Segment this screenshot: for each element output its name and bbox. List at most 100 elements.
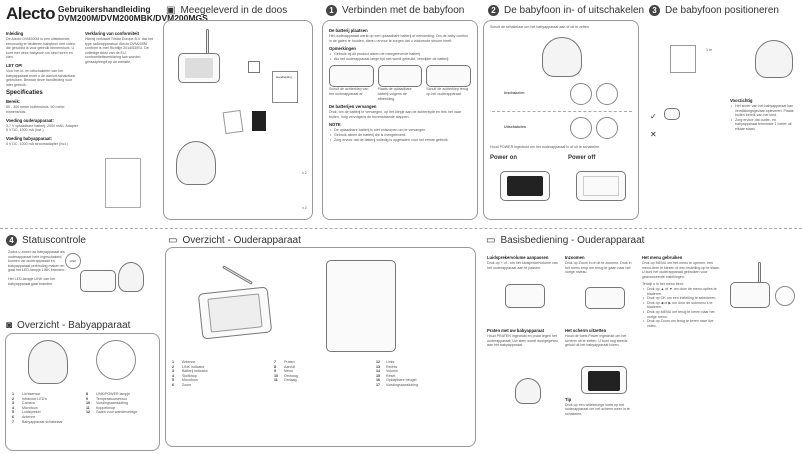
legend-label: Microfoon bbox=[22, 405, 38, 410]
legend-label: Koppelknop bbox=[96, 405, 115, 410]
legend-label: Antenne bbox=[182, 360, 196, 364]
replace-battery-heading: De batterijen vervangen bbox=[329, 104, 377, 110]
caution-item: Het snoer van het babyapparaat kan verst… bbox=[730, 104, 796, 118]
box-icon: ▣ bbox=[166, 5, 176, 16]
legend-label: Temperatuursensor bbox=[96, 396, 127, 401]
legend-number: 4 bbox=[172, 373, 174, 378]
intro-text: De Alecto DVM200M is een uitstekende, ee… bbox=[6, 37, 76, 60]
parent-unit-illustration bbox=[178, 53, 220, 83]
menu-item: Druk op MENU om terug te keren naar het … bbox=[642, 310, 722, 319]
qty-label: x 2 bbox=[302, 171, 307, 175]
status-paragraph: Het LED-lampje LINK van het babyapparaat… bbox=[8, 276, 56, 286]
antenna-illustration bbox=[206, 29, 209, 55]
legend-item: 4 Sluitknop bbox=[172, 374, 268, 379]
intro-heading: Inleiding bbox=[6, 31, 24, 36]
weee-label-image bbox=[105, 158, 141, 208]
screen-off-text: Houd de toets Power ingedrukt om het sch… bbox=[565, 334, 628, 348]
switch-zoom-on bbox=[570, 83, 592, 105]
legend-number: 8 bbox=[86, 392, 88, 396]
caption: Schuif de achterklep van het ouderappara… bbox=[329, 87, 369, 96]
device-back-illustration bbox=[329, 65, 374, 88]
monitor-icon: ▭ bbox=[168, 235, 178, 246]
page-divider bbox=[0, 228, 802, 229]
legend-item: 12 Links bbox=[376, 360, 472, 365]
parent-unit-front-illustration bbox=[197, 286, 273, 340]
legend-number: 9 bbox=[86, 396, 88, 401]
conformity-heading: Verklaring van conformiteit bbox=[85, 31, 139, 36]
note-item: Gebruik alleen de batterij die is meegel… bbox=[329, 133, 471, 138]
legend-label: LINK/POWER lampje bbox=[96, 392, 131, 396]
talk-text: Houd PRATEN ingedrukt en praat tegen het… bbox=[487, 334, 559, 348]
baby-unit-front-illustration bbox=[28, 340, 68, 384]
zoom-section: Inzoomen Druk op Zoom in of uit te zoome… bbox=[565, 252, 635, 309]
device-back-illustration bbox=[426, 65, 472, 88]
divider bbox=[492, 111, 632, 112]
intro-column: Inleiding De Alecto DVM200M is een uitst… bbox=[6, 28, 80, 146]
replace-battery-text: Druk, om de batterij te vervangen, op he… bbox=[329, 110, 462, 119]
caution-box: Voorzichtig Het snoer van het babyappara… bbox=[730, 95, 796, 132]
parent-unit-illustration bbox=[581, 365, 627, 394]
parent-unit-illustration bbox=[664, 108, 680, 120]
legend-item: 8 LINK/POWER lampje bbox=[86, 392, 156, 397]
legend-label: Microfoon bbox=[182, 378, 198, 383]
status-paragraph: Zodra u zowel uw babyapparaat als oudera… bbox=[8, 250, 65, 273]
legend-number: 6 bbox=[172, 382, 174, 387]
camera-rotate-illustration bbox=[755, 40, 793, 78]
menu-intro: Terwijl u in het menu bent: bbox=[642, 282, 684, 287]
legend-number: 2 bbox=[172, 364, 174, 369]
legend-label: Sluitknop bbox=[182, 373, 197, 378]
baby-overview-heading: ◙Overzicht - Babyapparaat bbox=[6, 320, 130, 331]
switch-zoom-off bbox=[570, 117, 592, 139]
legend-label: Links bbox=[386, 360, 395, 364]
legend-number: 12 bbox=[376, 360, 380, 364]
legend-number: 1 bbox=[12, 392, 14, 396]
battery-step: Plaats de oplaadbare batterij volgens de… bbox=[377, 65, 423, 101]
parent-unit-illustration bbox=[80, 270, 116, 292]
screen-off-heading: Het scherm uitzetten bbox=[565, 328, 607, 333]
alecto-logo: Alecto bbox=[6, 4, 55, 23]
specs-heading: Specificaties bbox=[6, 90, 43, 97]
legend-number: 5 bbox=[172, 378, 174, 383]
battery-step: Schuif de achterklep terug op het oudera… bbox=[426, 65, 472, 101]
step-number: 1 bbox=[326, 5, 337, 16]
legend-number: 9 bbox=[274, 369, 276, 374]
parent-power-text: 3,7 V oplaadbare batterij, 2000 mAh. Ada… bbox=[6, 123, 78, 133]
parent-unit-on-illustration bbox=[500, 171, 550, 201]
parent-power-heading: Voeding ouderapparaat: bbox=[6, 117, 54, 123]
baby-unit-back-illustration bbox=[96, 340, 136, 380]
caution-item: Zorg ervoor dat ouder- en babyapparaat t… bbox=[730, 118, 796, 132]
legend-label: Omlaag bbox=[284, 378, 297, 383]
talk-heading: Praten met uw babyapparaat bbox=[487, 328, 545, 333]
baby-unit-illustration bbox=[542, 37, 582, 77]
legend-number: 6 bbox=[12, 414, 14, 419]
volume-section: Luidsprekervolume aanpassen Druk op + of… bbox=[487, 252, 559, 309]
caption: Schuif de achterklep terug op het oudera… bbox=[426, 87, 469, 96]
parent-unit-menu-illustration bbox=[730, 282, 770, 308]
legend-number: 2 bbox=[12, 396, 14, 401]
legend-label: Menu bbox=[284, 369, 293, 374]
caution-heading: Voorzichtig bbox=[730, 98, 753, 103]
baby-legend-col2: 8 LINK/POWER lampje 9 Temperatuursensor 10… bbox=[86, 392, 156, 415]
warning-text: Voor het in- en uitschakelen van het bab… bbox=[6, 68, 76, 87]
parent-unit-illustration bbox=[585, 286, 625, 309]
note-heading: NOTE bbox=[329, 122, 341, 128]
battery-steps: Schuif de achterklep van het ouderappara… bbox=[329, 65, 472, 101]
legend-number: 16 bbox=[376, 378, 380, 383]
qty-label: x 2 bbox=[302, 206, 307, 210]
insert-battery-text: Het ouderapparaat werkt op een oplaadbar… bbox=[329, 34, 469, 43]
